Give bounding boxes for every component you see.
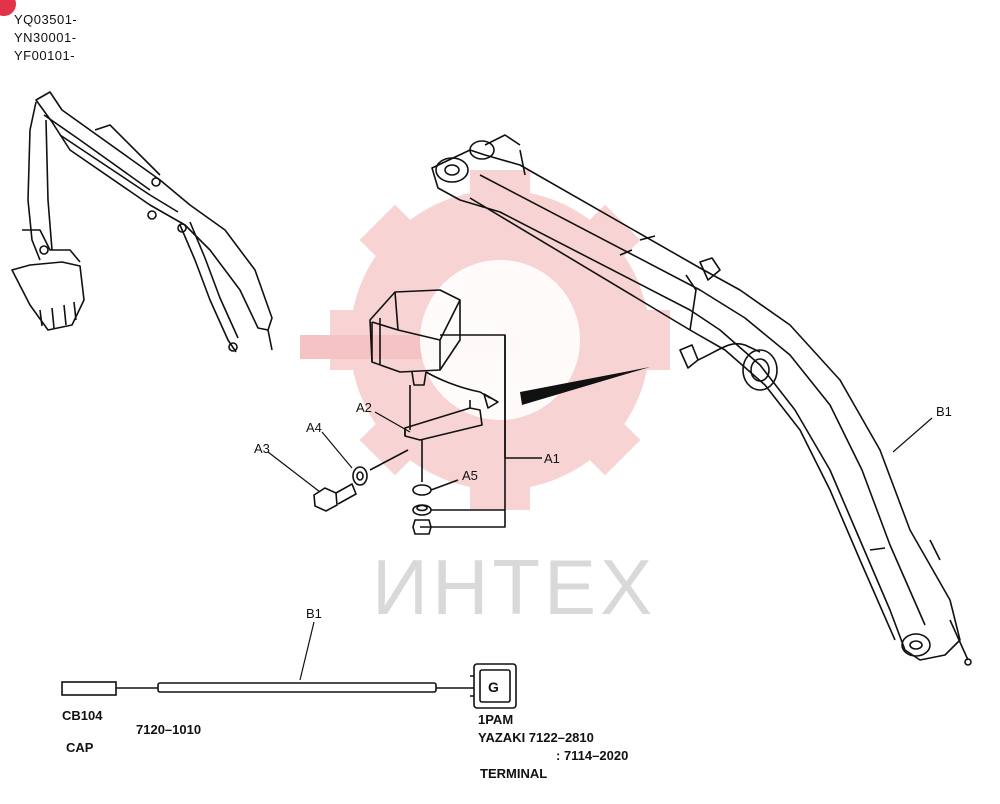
label-a3: A3 <box>254 441 270 456</box>
detail-pointer <box>520 367 650 405</box>
corner-badge <box>0 0 16 16</box>
cap-code: CB104 <box>62 708 103 723</box>
serial-range-2: YN30001- <box>14 30 77 45</box>
label-a4: A4 <box>306 420 322 435</box>
label-b1-boom: B1 <box>936 404 952 419</box>
label-a1: A1 <box>544 451 560 466</box>
connector-part: YAZAKI 7122–2810 <box>478 730 594 745</box>
boom-drawing <box>431 134 972 666</box>
label-b1-harness: B1 <box>306 606 322 621</box>
cap-desc: CAP <box>66 740 94 755</box>
leader-lines <box>267 411 933 681</box>
serial-range-3: YF00101- <box>14 48 76 63</box>
cap-cb104 <box>61 681 117 696</box>
wire-harness-drawing <box>61 663 517 709</box>
serial-range-1: YQ03501- <box>14 12 78 27</box>
connector-1pam <box>473 663 517 709</box>
label-a2: A2 <box>356 400 372 415</box>
watermark-text: ИНТЕХ <box>372 543 656 631</box>
work-lamp-drawing <box>369 289 542 528</box>
bolt-and-washer <box>313 449 409 512</box>
terminal-part: : 7114–2020 <box>556 748 629 763</box>
watermark-gear-hole <box>420 260 580 420</box>
excavator-overview-drawing <box>11 91 273 353</box>
connector-code: 1PAM <box>478 712 514 727</box>
harness-part-number: 7120–1010 <box>136 722 202 737</box>
connector-letter: G <box>488 679 499 695</box>
hardware-washers <box>412 440 505 535</box>
terminal-desc: TERMINAL <box>480 766 548 781</box>
label-a5: A5 <box>462 468 478 483</box>
